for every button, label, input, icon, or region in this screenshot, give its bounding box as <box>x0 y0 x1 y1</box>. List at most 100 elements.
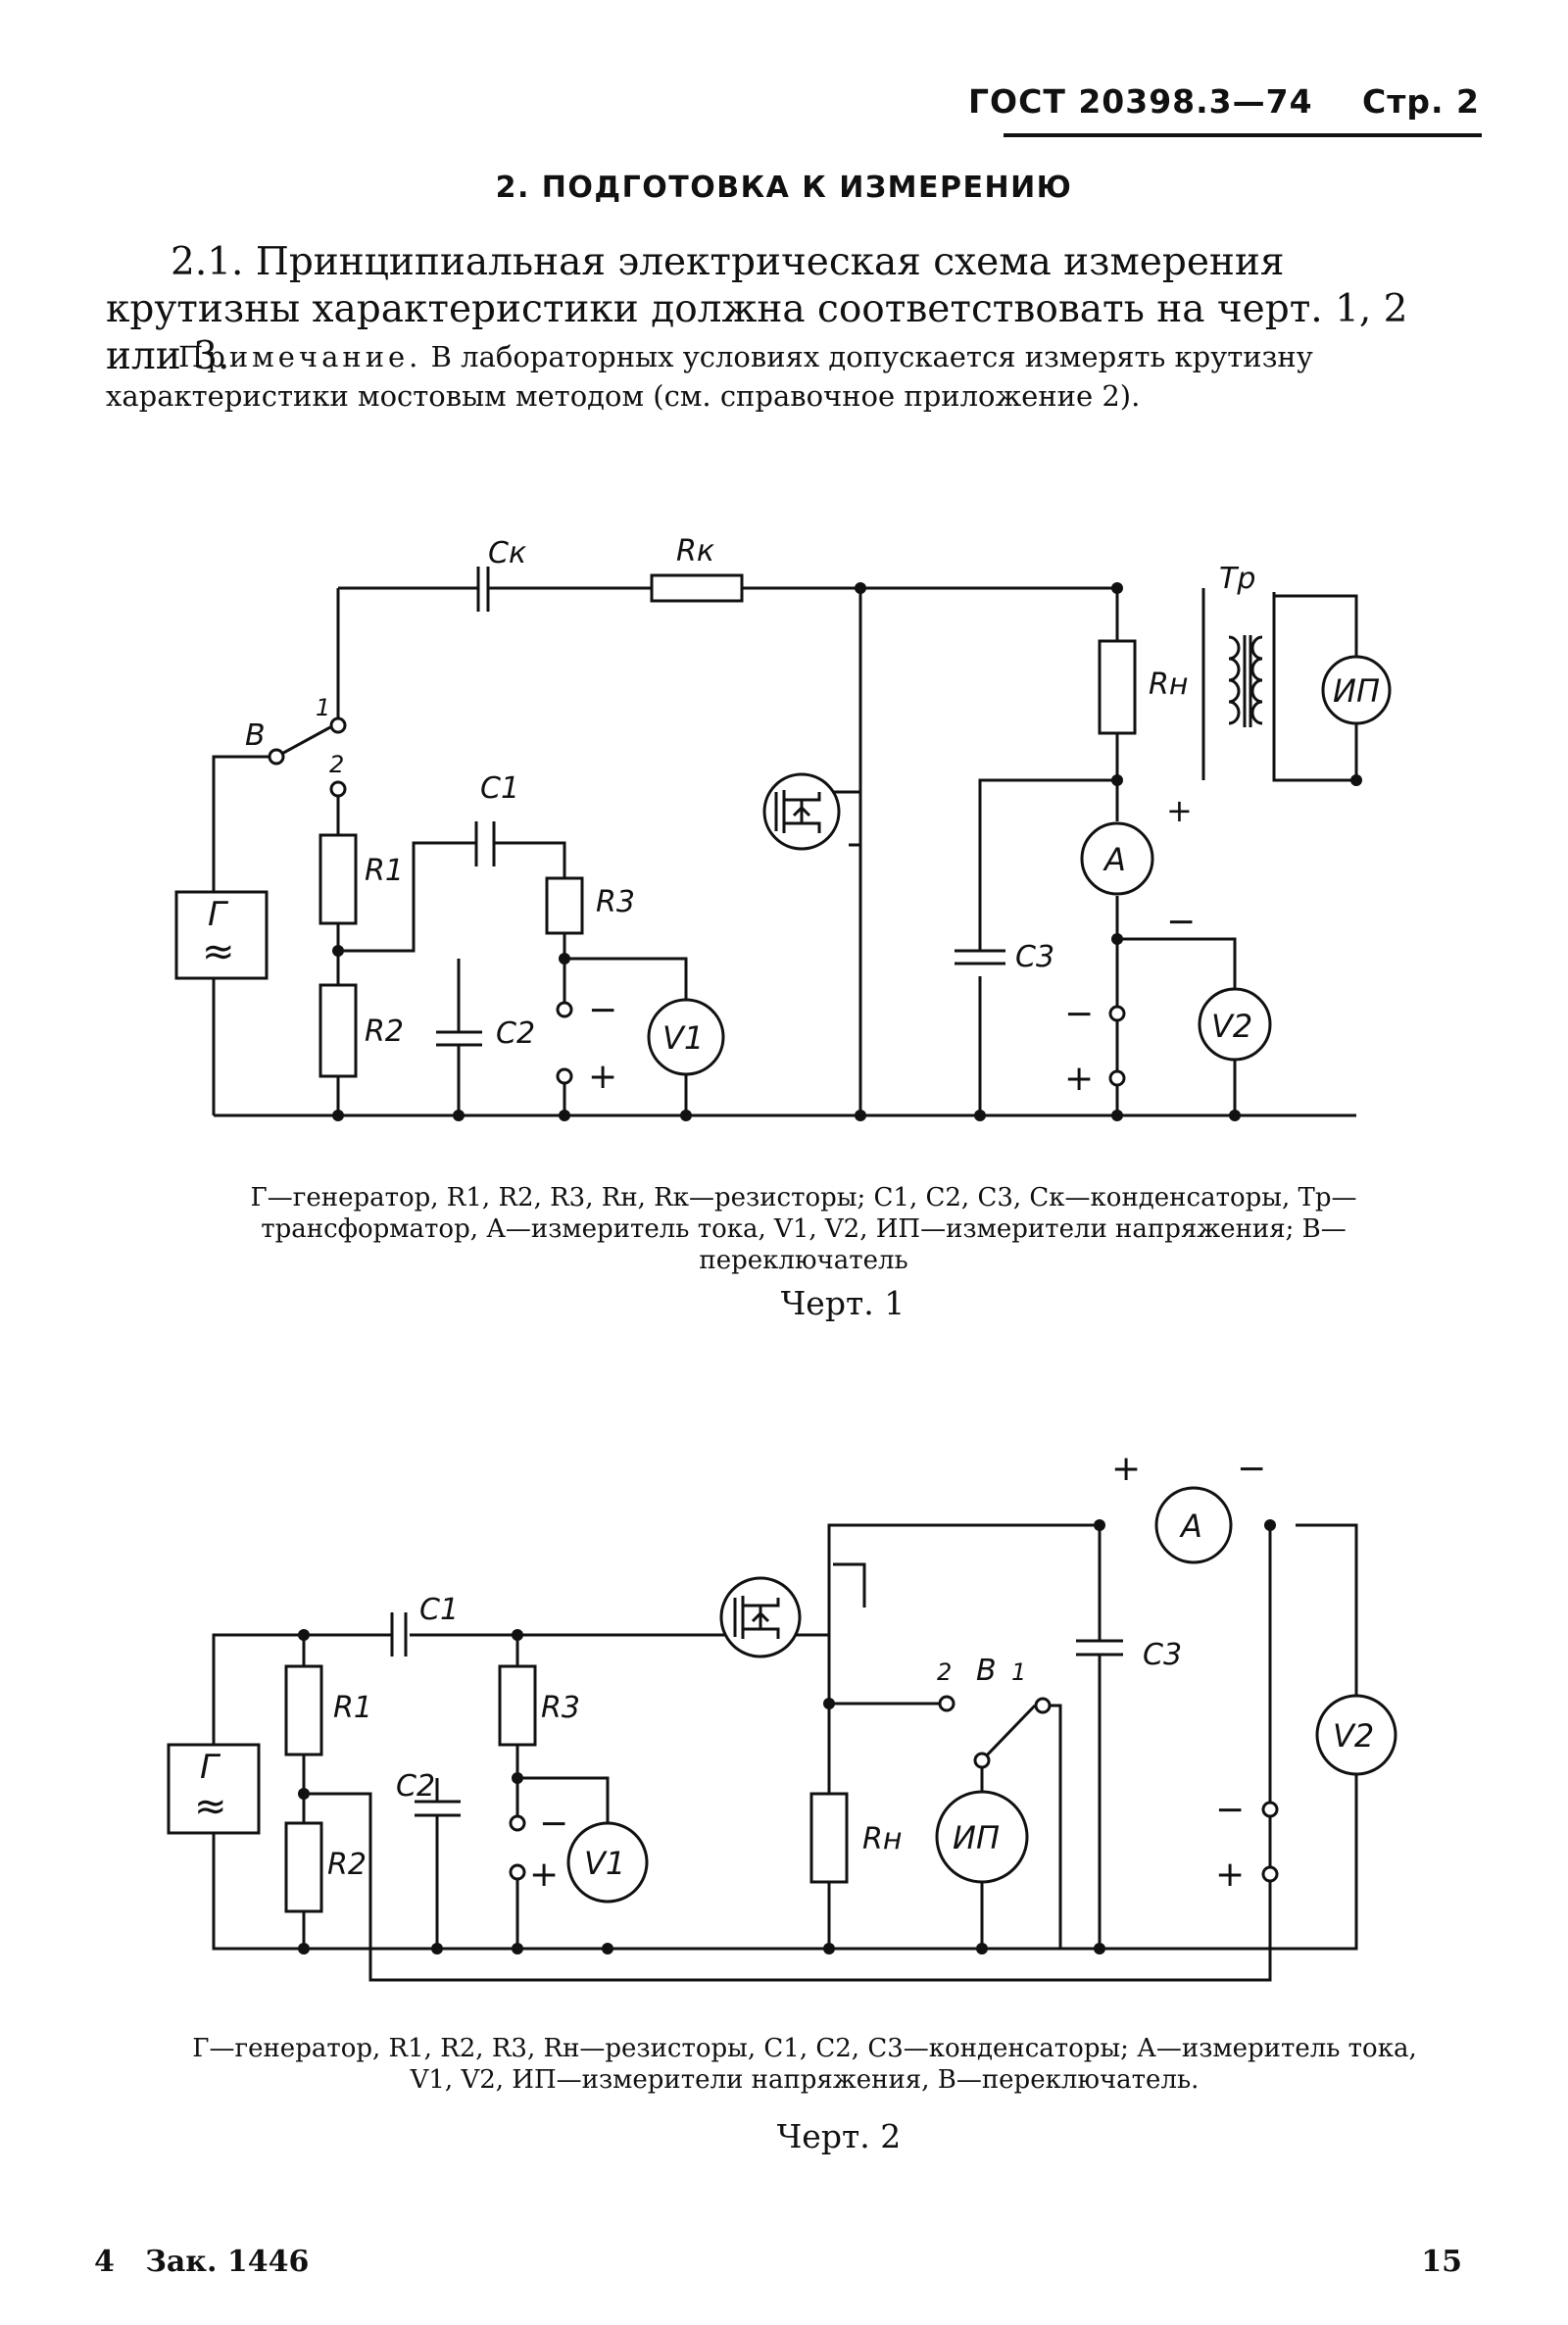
fig1-ammeter-a <box>1080 821 1154 896</box>
fig1-transformer-primary <box>1228 635 1241 725</box>
section-title: 2. ПОДГОТОВКА К ИЗМЕРЕНИЮ <box>495 171 1073 205</box>
fig1-v1-terminal-minus <box>556 1001 573 1018</box>
fig1-label-v1: V1 <box>662 1019 704 1057</box>
standard-code: ГОСТ 20398.3—74 <box>968 82 1313 121</box>
fig2-label-pos1: 1 <box>1011 1658 1026 1686</box>
footer-page-number: 15 <box>1421 2245 1462 2279</box>
fig1-v2-terminal-minus <box>1108 1005 1126 1022</box>
page-header: ГОСТ 20398.3—74 Стр. 2 <box>968 82 1480 121</box>
fig1-sign-a-plus: + <box>1166 792 1193 829</box>
fig2-switch-contact-1 <box>1034 1697 1052 1714</box>
fig2-label-pos2: 2 <box>937 1658 952 1686</box>
fig2-label-gen: Г <box>200 1748 221 1787</box>
fig1-generator-box <box>174 890 269 980</box>
fig2-label-b: B <box>976 1654 997 1688</box>
fig1-switch-contact-1 <box>329 717 347 734</box>
fig2-sign-v1-plus: + <box>529 1855 559 1895</box>
fig2-sign-v2-minus: − <box>1215 1790 1245 1830</box>
fig2-v2-terminal-plus <box>1261 1865 1279 1883</box>
fig1-voltmeter-v2 <box>1198 987 1272 1062</box>
fig1-label-c2: C2 <box>496 1016 535 1051</box>
fig1-label-rn: Rн <box>1149 668 1188 702</box>
fig2-label-a: A <box>1179 1508 1202 1545</box>
fig2-switch-pivot <box>973 1752 991 1769</box>
fig1-label-v2: V2 <box>1211 1008 1252 1045</box>
fig1-label-ck: Cк <box>488 536 526 570</box>
figure2-title: Черт. 2 <box>776 2117 902 2155</box>
fig2-sign-a-plus: + <box>1111 1449 1141 1489</box>
fig2-r1-resistor <box>284 1664 323 1756</box>
fig2-generator-box <box>167 1743 261 1835</box>
fig1-wires <box>212 586 1358 1117</box>
fig1-v2-terminal-plus <box>1108 1069 1126 1087</box>
note-label: Примечание. <box>178 340 422 373</box>
fig2-switch-blade <box>980 1704 1037 1762</box>
fig2-v2-terminal-minus <box>1261 1801 1279 1818</box>
fig1-sign-v1-plus: + <box>588 1057 617 1097</box>
fig1-sign-v2-plus: + <box>1064 1059 1094 1099</box>
fig1-label-r2: R2 <box>365 1014 404 1049</box>
fig1-voltmeter-v1 <box>647 998 725 1076</box>
fig1-sign-v1-minus: − <box>588 990 617 1030</box>
fig2-label-r3: R3 <box>541 1691 580 1725</box>
fig2-label-r1: R1 <box>333 1691 372 1725</box>
fig1-r1-resistor <box>318 833 358 925</box>
fig2-sign-v1-minus: − <box>539 1804 568 1844</box>
fig2-label-c1: C1 <box>419 1593 459 1627</box>
fig1-meter-ip <box>1321 655 1392 725</box>
page-label: Стр. 2 <box>1362 82 1480 121</box>
fig1-switch-contact-2 <box>329 780 347 798</box>
fig2-meter-ip <box>935 1790 1029 1884</box>
fig1-label-r1: R1 <box>365 854 404 888</box>
fig2-voltmeter-v2 <box>1315 1694 1397 1776</box>
fig1-label-ip: ИП <box>1333 672 1380 710</box>
fig2-label-c3: C3 <box>1143 1638 1182 1672</box>
fig2-voltmeter-v1 <box>566 1821 649 1904</box>
fig1-label-gen: Г <box>208 895 229 934</box>
fig1-label-pos1: 1 <box>316 694 330 721</box>
fig2-label-v2: V2 <box>1333 1717 1374 1755</box>
fig2-r2-resistor <box>284 1821 323 1913</box>
paragraph-2-1: 2.1. Принципиальная электрическая схема … <box>106 240 1408 378</box>
fig1-rk-resistor <box>650 573 744 603</box>
fig2-r3-resistor <box>498 1664 537 1747</box>
fig1-label-pos2: 2 <box>329 751 344 778</box>
fig2-label-c2: C2 <box>396 1769 435 1804</box>
fig1-r2-resistor <box>318 983 358 1078</box>
fig2-label-r2: R2 <box>327 1848 367 1882</box>
fig2-label-ip: ИП <box>953 1819 1000 1856</box>
fig2-sign-v2-plus: + <box>1215 1855 1245 1895</box>
fig1-label-c3: C3 <box>1015 940 1054 974</box>
fig1-sign-a-minus: − <box>1166 902 1196 942</box>
fig2-ammeter-a <box>1154 1486 1233 1564</box>
figure2-caption: Г—генератор, R1, R2, R3, Rн—резисторы, C… <box>192 2034 1417 2095</box>
figure1-title: Черт. 1 <box>780 1284 906 1322</box>
fig2-label-v1: V1 <box>584 1845 625 1882</box>
fig2-label-rn: Rн <box>862 1822 902 1856</box>
fig1-label-r3: R3 <box>596 885 635 919</box>
figure1-caption: Г—генератор, R1, R2, R3, Rн, Rк—резистор… <box>250 1183 1357 1275</box>
fig2-rn-resistor <box>809 1792 849 1884</box>
fig2-transistor-symbol <box>733 1596 780 1639</box>
fig1-r3-resistor <box>545 876 584 935</box>
header-rule <box>1004 133 1482 137</box>
fig1-v1-terminal-plus <box>556 1067 573 1085</box>
fig1-switch-blade <box>275 725 331 759</box>
fig2-label-tilde: ≈ <box>194 1784 227 1829</box>
fig1-label-a: A <box>1102 841 1126 878</box>
fig1-transistor-symbol <box>774 790 821 833</box>
fig1-switch-pivot <box>268 748 285 766</box>
fig1-label-b: B <box>245 718 266 753</box>
fig2-v1-terminal-minus <box>509 1814 526 1832</box>
junction-dots <box>298 582 1362 1954</box>
footer-order: 4 Зак. 1446 <box>94 2245 310 2279</box>
fig2-v1-terminal-plus <box>509 1863 526 1881</box>
fig1-label-c1: C1 <box>480 771 519 806</box>
fig1-transformer-secondary <box>1250 635 1263 725</box>
fig2-switch-contact-2 <box>938 1695 956 1712</box>
note-text: В лабораторных условиях допускается изме… <box>106 340 1313 413</box>
fig1-label-rk: Rк <box>676 534 714 569</box>
fig2-sign-a-minus: − <box>1237 1449 1266 1489</box>
fig1-rn-resistor <box>1098 639 1137 735</box>
